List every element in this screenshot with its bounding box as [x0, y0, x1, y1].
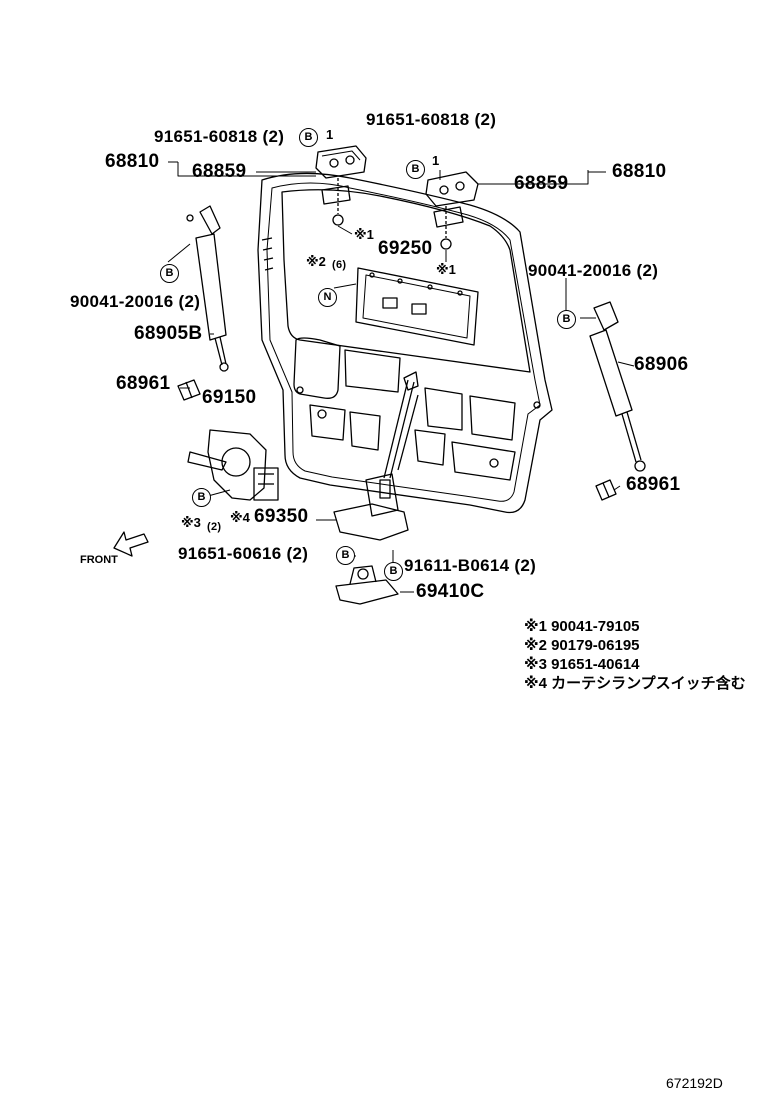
label-hinge-cover-left: 68859	[192, 161, 247, 182]
mark-note4: ※4	[230, 510, 250, 525]
badge-n: N	[318, 288, 337, 307]
note-line-2: ※2 90179-06195	[524, 637, 640, 654]
label-hinge-right: 68810	[612, 161, 667, 182]
lock-assembly	[333, 371, 419, 541]
hinge-left	[315, 145, 367, 226]
label-striker: 69410C	[416, 581, 485, 602]
badge-b: B	[336, 546, 355, 565]
mark-note2: ※2	[306, 254, 326, 269]
cushion-left	[177, 379, 201, 401]
badge-b: B	[557, 310, 576, 329]
mark-note2-qty: (6)	[332, 259, 347, 271]
label-front: FRONT	[80, 554, 118, 566]
label-hinge-cover-right: 68859	[514, 173, 569, 194]
label-bolt-stay-left: 90041-20016 (2)	[70, 292, 201, 311]
note-line-3: ※3 91651-40614	[524, 656, 640, 673]
label-bolt-lock-left: 91651-60616 (2)	[178, 544, 309, 563]
back-door-panel	[257, 172, 553, 514]
mark-hinge-bolt-left-num: 1	[326, 127, 334, 142]
diagram-id: 672192D	[666, 1075, 723, 1091]
mark-hinge-bolt-right-num: 1	[432, 153, 440, 168]
handle-assembly	[187, 429, 279, 501]
note-line-4: ※4 カーテシランプスイッチ含む	[524, 675, 746, 692]
badge-b: B	[160, 264, 179, 283]
badge-b: B	[406, 160, 425, 179]
badge-b: B	[384, 562, 403, 581]
badge-b: B	[299, 128, 318, 147]
note-line-1: ※1 90041-79105	[524, 618, 640, 635]
cushion-right	[595, 479, 617, 501]
label-bolt-lock-right: 91611-B0614 (2)	[404, 556, 537, 575]
lamp-assembly	[355, 267, 479, 346]
mark-note1-left: ※1	[354, 227, 374, 242]
stay-left	[186, 205, 229, 372]
label-stay-right: 68906	[634, 354, 689, 375]
leader-lines	[167, 161, 635, 593]
label-bolt-hinge-right: 91651-60818 (2)	[366, 110, 497, 129]
hinge-right	[425, 171, 479, 250]
label-bolt-hinge-left: 91651-60818 (2)	[154, 127, 285, 146]
striker-assembly	[335, 565, 399, 605]
mark-note1-right: ※1	[436, 262, 456, 277]
mark-note3-qty: (2)	[207, 521, 222, 533]
label-cushion-left: 68961	[116, 373, 171, 394]
stay-right	[589, 301, 646, 472]
label-cushion-right: 68961	[626, 474, 681, 495]
label-handle: 69150	[202, 387, 257, 408]
label-hinge-left: 68810	[105, 151, 160, 172]
front-arrow	[113, 531, 149, 557]
label-stay-left: 68905B	[134, 323, 203, 344]
label-lock: 69350	[254, 506, 309, 527]
label-bolt-stay-right: 90041-20016 (2)	[528, 261, 659, 280]
label-lamp: 69250	[378, 238, 433, 259]
mark-note3: ※3	[181, 515, 201, 530]
badge-b: B	[192, 488, 211, 507]
